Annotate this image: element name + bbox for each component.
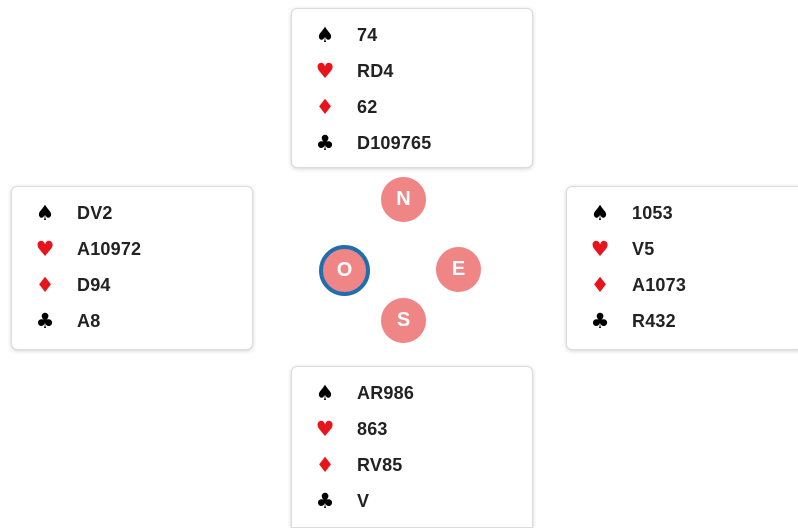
suit-row-diamonds: ♦ RV85 xyxy=(292,447,532,483)
seat-west-button-selected[interactable]: O xyxy=(319,245,370,296)
spade-icon: ♠ xyxy=(35,201,55,225)
north-hearts-cards: RD4 xyxy=(357,61,394,81)
club-icon: ♣ xyxy=(315,131,335,155)
hand-north: ♠ 74 ♥ RD4 ♦ 62 ♣ D109765 xyxy=(291,8,533,168)
suit-row-hearts: ♥ RD4 xyxy=(292,53,532,89)
east-hearts-cards: V5 xyxy=(632,239,655,259)
diamond-icon: ♦ xyxy=(590,273,610,297)
east-spades-cards: 1053 xyxy=(632,203,673,223)
north-diamonds-cards: 62 xyxy=(357,97,378,117)
suit-row-hearts: ♥ A10972 xyxy=(12,231,252,267)
suit-row-clubs: ♣ D109765 xyxy=(292,125,532,161)
hand-west: ♠ DV2 ♥ A10972 ♦ D94 ♣ A8 xyxy=(11,186,253,350)
suit-row-spades: ♠ DV2 xyxy=(12,195,252,231)
suit-row-spades: ♠ 1053 xyxy=(567,195,798,231)
heart-icon: ♥ xyxy=(315,417,335,441)
club-icon: ♣ xyxy=(590,309,610,333)
suit-row-clubs: ♣ R432 xyxy=(567,303,798,339)
east-diamonds-cards: A1073 xyxy=(632,275,687,295)
seat-north-button[interactable]: N xyxy=(381,177,426,222)
suit-row-hearts: ♥ V5 xyxy=(567,231,798,267)
seat-east-button[interactable]: E xyxy=(436,247,481,292)
south-spades-cards: AR986 xyxy=(357,383,415,403)
hand-south: ♠ AR986 ♥ 863 ♦ RV85 ♣ V xyxy=(291,366,533,528)
spade-icon: ♠ xyxy=(590,201,610,225)
seat-south-button[interactable]: S xyxy=(381,298,426,343)
suit-row-hearts: ♥ 863 xyxy=(292,411,532,447)
hand-east: ♠ 1053 ♥ V5 ♦ A1073 ♣ R432 xyxy=(566,186,798,350)
suit-row-spades: ♠ 74 xyxy=(292,17,532,53)
west-clubs-cards: A8 xyxy=(77,311,101,331)
heart-icon: ♥ xyxy=(590,237,610,261)
east-clubs-cards: R432 xyxy=(632,311,676,331)
west-diamonds-cards: D94 xyxy=(77,275,111,295)
heart-icon: ♥ xyxy=(315,59,335,83)
heart-icon: ♥ xyxy=(35,237,55,261)
spade-icon: ♠ xyxy=(315,23,335,47)
diamond-icon: ♦ xyxy=(315,453,335,477)
suit-row-clubs: ♣ V xyxy=(292,483,532,519)
suit-row-diamonds: ♦ A1073 xyxy=(567,267,798,303)
spade-icon: ♠ xyxy=(315,381,335,405)
club-icon: ♣ xyxy=(315,489,335,513)
north-spades-cards: 74 xyxy=(357,25,378,45)
suit-row-diamonds: ♦ 62 xyxy=(292,89,532,125)
west-spades-cards: DV2 xyxy=(77,203,113,223)
suit-row-diamonds: ♦ D94 xyxy=(12,267,252,303)
club-icon: ♣ xyxy=(35,309,55,333)
suit-row-clubs: ♣ A8 xyxy=(12,303,252,339)
north-clubs-cards: D109765 xyxy=(357,133,432,153)
diamond-icon: ♦ xyxy=(35,273,55,297)
west-hearts-cards: A10972 xyxy=(77,239,142,259)
diamond-icon: ♦ xyxy=(315,95,335,119)
south-diamonds-cards: RV85 xyxy=(357,455,403,475)
south-hearts-cards: 863 xyxy=(357,419,388,439)
suit-row-spades: ♠ AR986 xyxy=(292,375,532,411)
south-clubs-cards: V xyxy=(357,491,370,511)
